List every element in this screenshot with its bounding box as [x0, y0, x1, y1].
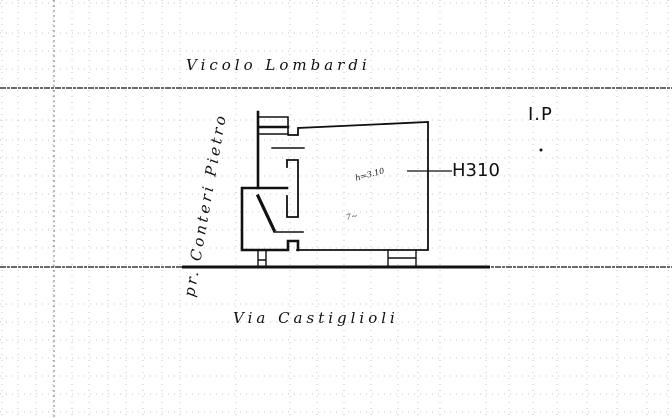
street-name-south: Via Castiglioli: [233, 309, 399, 327]
stray-ink-mark: [539, 148, 543, 152]
street-name-north: Vicolo Lombardi: [186, 56, 371, 74]
reference-code-label: H310: [452, 160, 500, 181]
corner-mark-label: I.P: [528, 104, 553, 125]
building-outline: [240, 110, 429, 268]
